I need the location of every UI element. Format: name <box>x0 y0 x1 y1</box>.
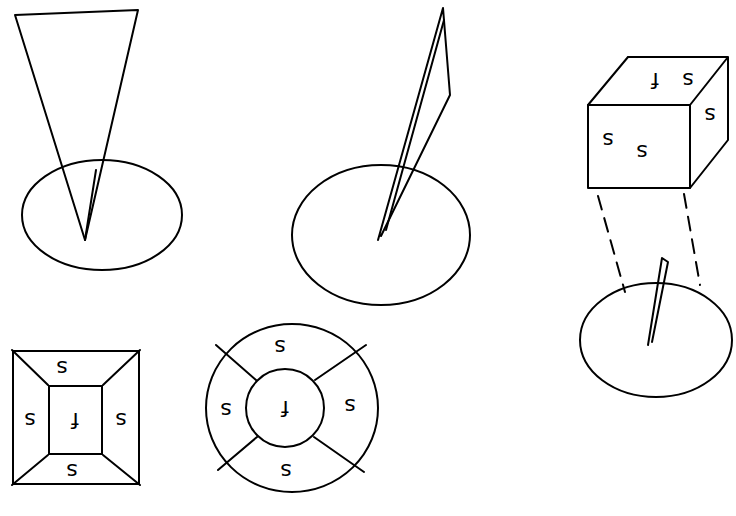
ring-divider <box>216 345 366 472</box>
face-letter: f <box>651 69 659 91</box>
side-letter: s <box>66 460 77 482</box>
side-letter: s <box>602 129 613 151</box>
side-letter: s <box>56 357 67 379</box>
projection <box>598 194 700 292</box>
cube-front <box>588 105 690 188</box>
side-letter: s <box>24 409 35 431</box>
spike <box>648 258 668 345</box>
outline-ellipse <box>206 324 378 492</box>
cube: fssss <box>585 50 733 195</box>
frustum-edge <box>12 350 140 485</box>
face-square: f <box>48 385 103 455</box>
cone <box>15 10 138 240</box>
side-letter: s <box>220 399 231 421</box>
face-letter: f <box>281 397 289 419</box>
spike-edge <box>386 20 444 230</box>
side-letter: s <box>636 141 647 163</box>
side-letter: s <box>280 460 291 482</box>
face-letter: f <box>71 409 79 431</box>
spike <box>378 8 450 240</box>
blob <box>22 160 182 270</box>
cone-edge <box>85 170 96 240</box>
side-letter: s <box>115 409 126 431</box>
side-letter: s <box>274 336 285 358</box>
side-letter: s <box>344 395 355 417</box>
frustum-square: s s s s f <box>12 350 140 485</box>
cube-back <box>588 57 728 188</box>
side-letter: s <box>704 104 715 126</box>
outline-ellipse <box>246 369 324 447</box>
side-letter: s <box>682 69 693 91</box>
ring-circle: s s s s f <box>205 323 379 493</box>
face-circle: f <box>245 368 325 448</box>
